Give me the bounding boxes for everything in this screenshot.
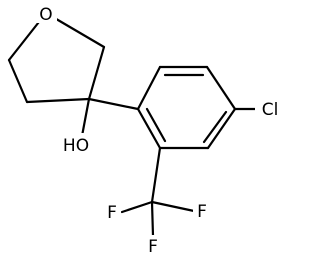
bond-ar6-cf3 <box>150 146 162 204</box>
bond-c4-aryl <box>87 97 140 111</box>
bond-c6-c5 <box>87 45 106 101</box>
fluorine-3-label: F <box>148 237 158 257</box>
bond-c-f2 <box>150 200 196 213</box>
double-bond-inner-right <box>202 110 228 144</box>
fluorine-2-label: F <box>197 202 207 222</box>
bond-ar1-ar2 <box>136 65 162 111</box>
bond-c2-c3 <box>7 58 29 104</box>
bond-c4-oh <box>80 97 91 138</box>
fluorine-1-label: F <box>107 203 117 223</box>
bond-c-f3 <box>150 200 155 238</box>
benzene-ring <box>136 65 237 150</box>
oxane-ring <box>7 11 106 104</box>
molecule-diagram: O HO Cl F F F <box>7 5 279 257</box>
bond-ar6-ar1 <box>136 107 162 150</box>
bond-c-f1 <box>120 200 154 214</box>
bond-ar4-ar5 <box>206 107 237 150</box>
oxygen-ring-label: O <box>39 5 52 25</box>
double-bond-inner-left <box>145 107 167 143</box>
bond-ar3-ar4 <box>205 65 237 111</box>
chlorine-label: Cl <box>262 100 279 120</box>
bond-c3-c4 <box>25 97 91 104</box>
hydroxyl-label: HO <box>63 136 89 156</box>
